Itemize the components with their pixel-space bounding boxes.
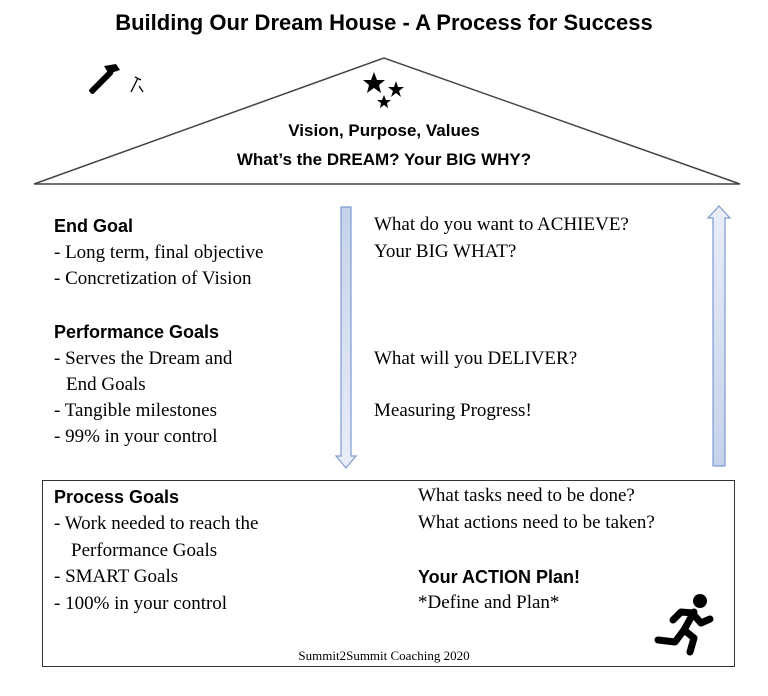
performance-goal-item: - Serves the Dream and	[54, 348, 233, 369]
tasks-question: What tasks need to be done?	[418, 485, 635, 506]
big-what-question: Your BIG WHAT?	[374, 241, 517, 262]
actions-question: What actions need to be taken?	[418, 512, 655, 533]
nail-icon	[130, 76, 144, 93]
roof-vision-text: Vision, Purpose, Values	[288, 121, 480, 140]
up-arrow	[706, 205, 732, 467]
roof-dream-text: What’s the DREAM? Your BIG WHY?	[236, 150, 532, 169]
footer-credit: Summit2Summit Coaching 2020	[298, 648, 470, 663]
progress-arrows	[334, 205, 732, 469]
action-plan-heading: Your ACTION Plan!	[418, 567, 580, 587]
hammer-icon	[89, 64, 120, 94]
process-goal-item: - Work needed to reach the	[54, 513, 259, 534]
define-plan-text: *Define and Plan*	[418, 592, 560, 613]
deliver-question: What will you DELIVER?	[374, 348, 578, 369]
performance-goals-heading: Performance Goals	[54, 322, 220, 342]
runner-icon	[654, 594, 714, 656]
performance-goal-item: - 99% in your control	[54, 426, 218, 447]
achieve-question: What do you want to ACHIEVE?	[374, 214, 629, 235]
process-goals-box	[42, 480, 735, 667]
stars-icon	[363, 72, 404, 108]
process-goals-heading: Process Goals	[54, 487, 180, 507]
process-goal-item: - 100% in your control	[54, 593, 228, 614]
progress-text: Measuring Progress!	[374, 400, 532, 421]
performance-goal-item: End Goals	[66, 374, 146, 395]
performance-goal-item: - Tangible milestones	[54, 400, 217, 421]
down-arrow	[334, 206, 358, 469]
roof-outline	[33, 57, 741, 185]
end-goal-item: - Long term, final objective	[54, 242, 264, 263]
page-title: Building Our Dream House - A Process for…	[115, 10, 653, 35]
process-goal-item: Performance Goals	[71, 540, 218, 561]
end-goal-heading: End Goal	[54, 216, 134, 236]
end-goal-item: - Concretization of Vision	[54, 268, 252, 289]
process-goal-item: - SMART Goals	[54, 566, 179, 587]
